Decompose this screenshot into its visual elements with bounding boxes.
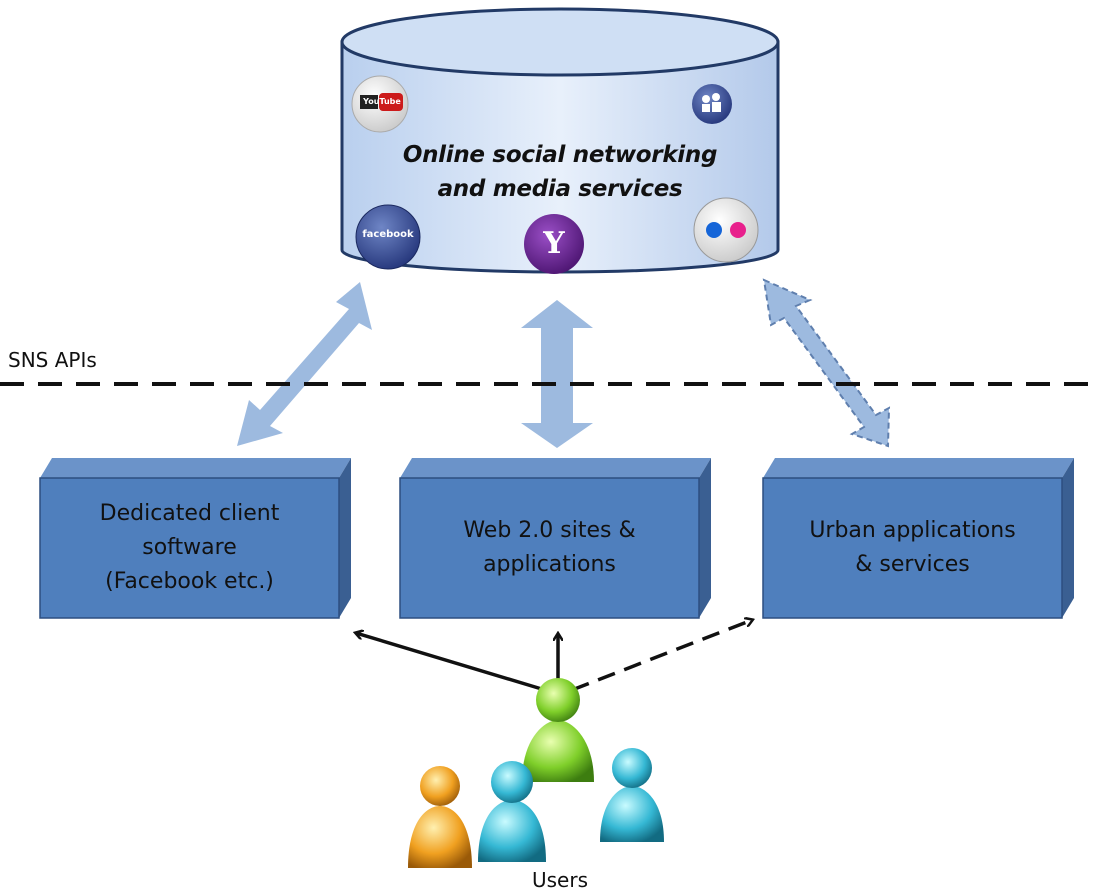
box-line: applications: [483, 552, 616, 577]
facebook-icon: [355, 204, 421, 270]
services-title-line2: and media services: [437, 176, 683, 202]
box-line: & services: [855, 552, 970, 577]
api-label: SNS APIs: [8, 348, 97, 372]
api-arrow-right: [762, 278, 891, 448]
youtube-icon: [351, 75, 409, 133]
users-icon: [408, 678, 664, 868]
facebook-logo-text: facebook: [362, 229, 414, 240]
box-line: Web 2.0 sites &: [463, 518, 636, 543]
youtube-logo-text: YouTube: [363, 97, 401, 106]
flickr-icon: [693, 197, 759, 263]
box-line: (Facebook etc.): [105, 569, 274, 594]
box-line: software: [142, 535, 237, 560]
box-dedicated-client: [39, 458, 351, 619]
box-web20-text: Web 2.0 sites & applications: [400, 478, 699, 618]
services-title-line1: Online social networking: [402, 142, 718, 168]
services-database-cylinder: [340, 7, 780, 274]
box-web20: [399, 458, 711, 619]
user-arrow-right: [571, 620, 752, 692]
box-urban: [762, 458, 1074, 619]
yahoo-icon: [524, 214, 584, 274]
services-title: Online social networking and media servi…: [360, 138, 760, 206]
yahoo-logo-text: Y: [543, 226, 565, 261]
box-dedicated-client-text: Dedicated client software (Facebook etc.…: [40, 478, 339, 618]
api-arrow-center: [521, 300, 593, 448]
api-arrow-left: [237, 282, 372, 446]
box-line: Dedicated client: [99, 501, 280, 526]
users-label: Users: [531, 868, 588, 892]
myspace-icon: [692, 84, 732, 124]
box-urban-text: Urban applications & services: [763, 478, 1062, 618]
box-line: Urban applications: [809, 518, 1016, 543]
user-arrow-left: [356, 633, 546, 692]
